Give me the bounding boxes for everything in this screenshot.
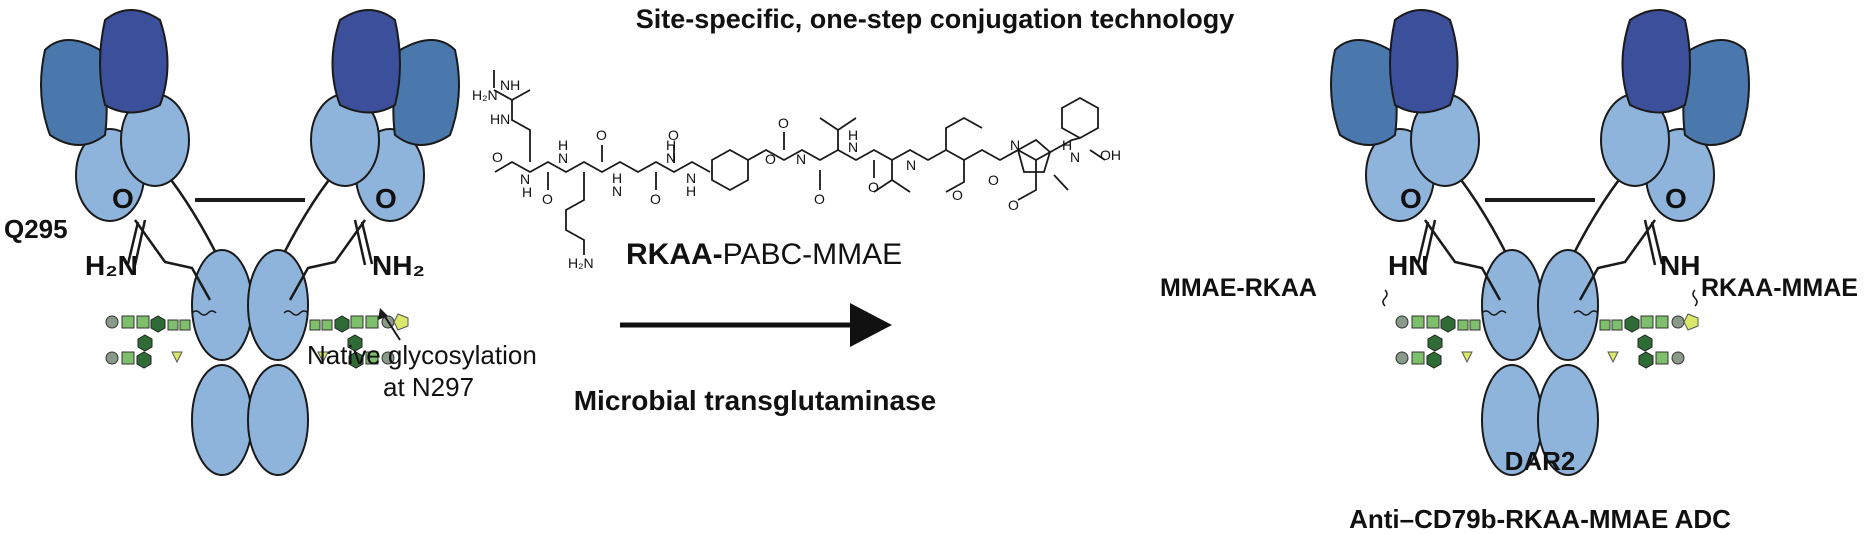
- svg-text:H: H: [666, 137, 676, 153]
- residue-label: Q295: [4, 214, 68, 244]
- adc-amide-nh: NH: [1660, 250, 1700, 281]
- svg-text:N: N: [1010, 137, 1020, 153]
- svg-text:O: O: [765, 151, 776, 167]
- svg-text:N: N: [558, 150, 568, 166]
- svg-text:N: N: [520, 171, 530, 187]
- amide-h2n-label: H₂N: [85, 250, 138, 281]
- right-carbonyl-o: O: [375, 183, 397, 214]
- payload-left-label: MMAE-RKAA: [1160, 274, 1317, 302]
- dar-label: DAR2: [1505, 446, 1576, 476]
- svg-text:H₂N: H₂N: [568, 255, 594, 271]
- svg-text:N: N: [612, 183, 622, 199]
- enzyme-label: Microbial transglutaminase: [574, 385, 937, 416]
- payload-right-label: RKAA-MMAE: [1701, 274, 1858, 302]
- linker-name-rest: PABC-MMAE: [723, 238, 902, 271]
- adc-left-carbonyl-o: O: [1400, 183, 1422, 214]
- svg-text:N: N: [906, 157, 916, 173]
- glycosylation-note-line2: at N297: [383, 372, 474, 402]
- svg-text:OH: OH: [1100, 147, 1121, 163]
- linker-name: RKAA-PABC-MMAE: [626, 238, 902, 271]
- svg-text:O: O: [814, 191, 825, 207]
- linker-name-bold: RKAA-: [626, 238, 723, 271]
- svg-text:O: O: [1008, 197, 1019, 213]
- svg-text:H: H: [558, 137, 568, 153]
- svg-text:N: N: [848, 139, 858, 155]
- right-antibody-adc: [1329, 8, 1751, 477]
- svg-text:O: O: [668, 127, 679, 143]
- linker-structure: [493, 70, 1106, 255]
- svg-text:N: N: [1070, 149, 1080, 165]
- svg-text:HN: HN: [490, 111, 510, 127]
- left-amide-arm: [133, 219, 212, 301]
- svg-text:N: N: [666, 150, 676, 166]
- svg-text:H: H: [1062, 137, 1072, 153]
- svg-text:H: H: [612, 170, 622, 186]
- left-antibody: [39, 8, 461, 477]
- left-carbonyl-o: O: [112, 183, 134, 214]
- svg-text:O: O: [988, 172, 999, 188]
- svg-text:O: O: [542, 191, 553, 207]
- svg-text:N: N: [796, 151, 806, 167]
- svg-text:O: O: [492, 149, 503, 165]
- linker-atom-labels: H₂N NH HN O N H O H N O H N O H N O N H …: [472, 77, 1121, 271]
- adc-right-carbonyl-o: O: [1665, 183, 1687, 214]
- adc-amide-hn: HN: [1388, 250, 1428, 281]
- svg-text:O: O: [952, 187, 963, 203]
- diagram-title: Site-specific, one-step conjugation tech…: [636, 4, 1235, 34]
- svg-text:H: H: [522, 184, 532, 200]
- svg-text:H: H: [848, 127, 858, 143]
- glycosylation-note-line1: Native glycosylation: [307, 340, 537, 370]
- svg-text:N: N: [686, 170, 696, 186]
- svg-text:O: O: [650, 191, 661, 207]
- right-amide-arm: [288, 219, 367, 301]
- reaction-arrow: [620, 303, 892, 347]
- svg-text:H₂N: H₂N: [472, 87, 498, 103]
- svg-text:H: H: [686, 183, 696, 199]
- amide-nh2-label: NH₂: [372, 250, 425, 281]
- svg-text:O: O: [868, 179, 879, 195]
- adc-name-label: Anti–CD79b-RKAA-MMAE ADC: [1349, 504, 1731, 534]
- svg-text:O: O: [778, 115, 789, 131]
- svg-text:O: O: [596, 127, 607, 143]
- svg-text:NH: NH: [500, 77, 520, 93]
